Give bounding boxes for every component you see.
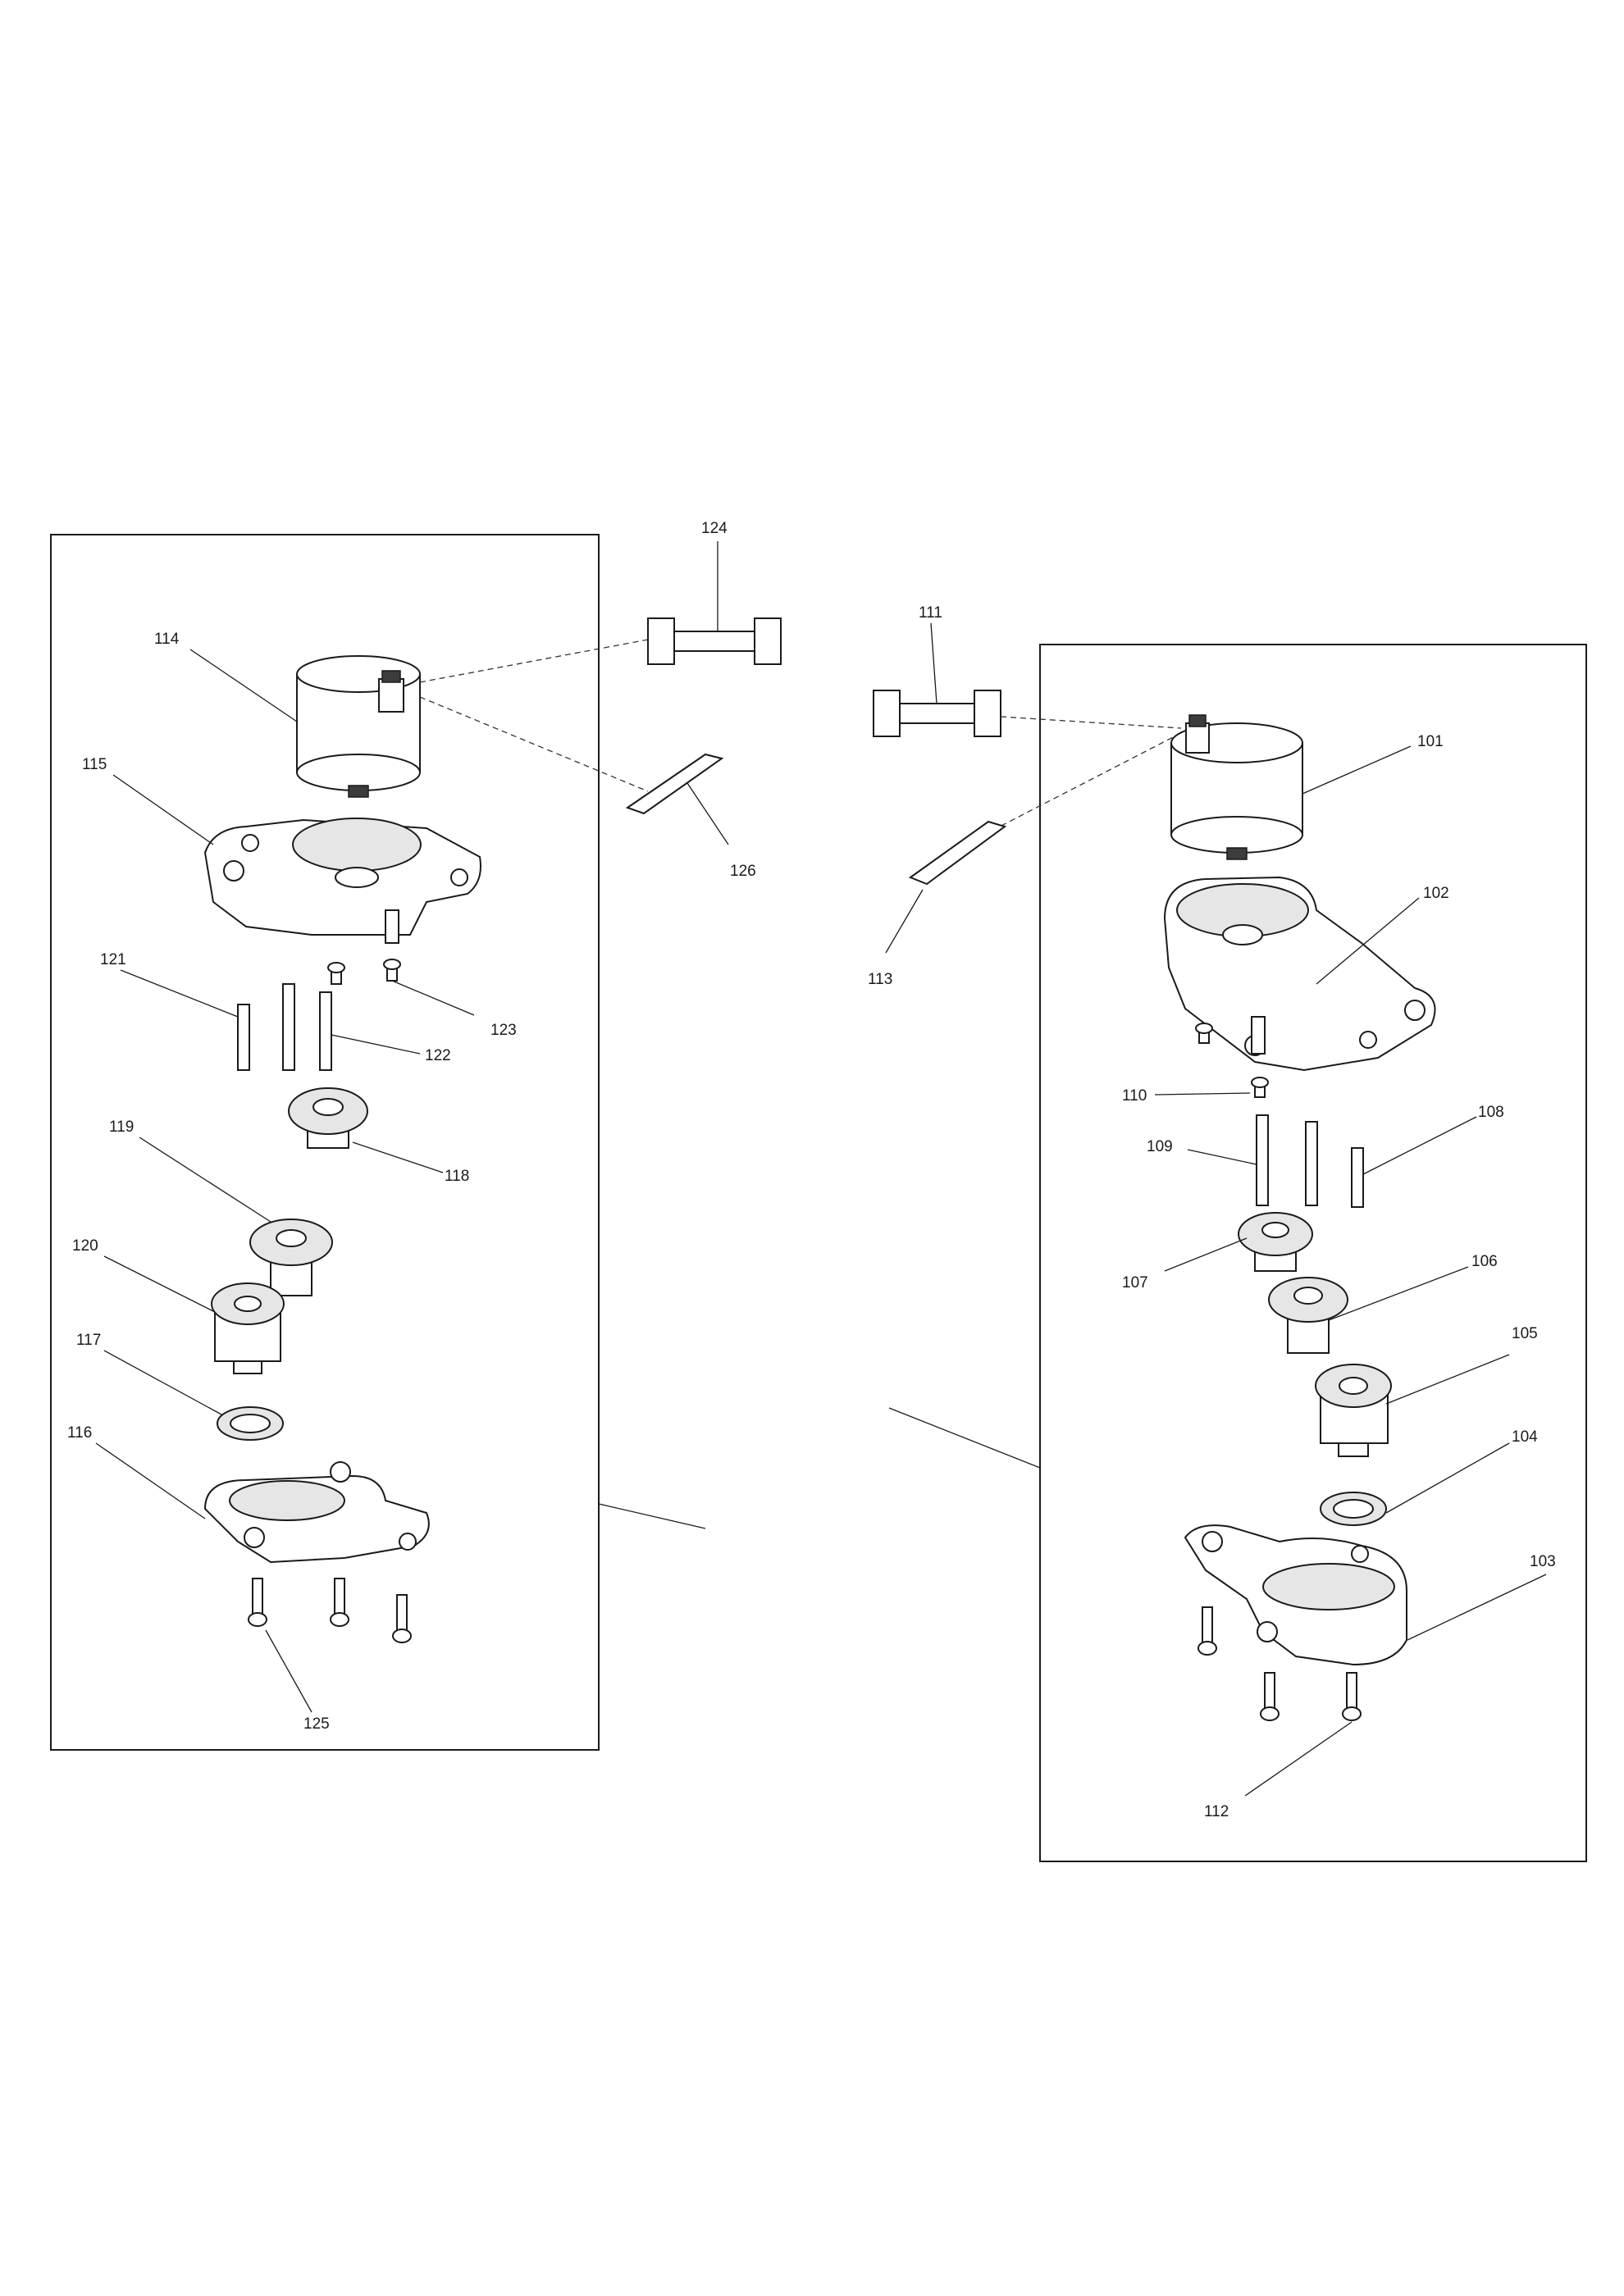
label-126: 126 [730,863,756,880]
pin-122a [282,983,295,1071]
gear-107 [1238,1212,1313,1272]
leader-lines [95,541,1547,1797]
strip-126 [625,753,724,815]
connector-line-left [598,1503,706,1529]
label-118: 118 [445,1168,469,1185]
motor-101 [1170,714,1303,860]
lower-housing-116 [203,1461,430,1564]
gear-105 [1315,1364,1392,1457]
label-106: 106 [1471,1253,1498,1270]
label-123: 123 [490,1022,517,1039]
gear-120 [211,1282,285,1374]
motor-114 [296,655,421,798]
ring-104 [1320,1492,1387,1526]
upper-housing-102 [1163,876,1436,1072]
screw-112c [1342,1672,1362,1721]
screw-112a [1197,1606,1217,1656]
label-115: 115 [82,756,107,773]
gear-118 [288,1087,368,1149]
label-125: 125 [303,1715,330,1733]
gear-119 [249,1219,333,1296]
strip-113 [908,820,1007,886]
wire-line-101-111 [1000,716,1182,729]
gear-106 [1268,1277,1348,1354]
screw-125a [248,1578,267,1627]
ring-117 [217,1406,284,1441]
label-104: 104 [1512,1428,1538,1446]
part-number-labels: 114 115 121 122 123 118 119 120 117 116 … [67,520,1556,1820]
lower-housing-103 [1184,1524,1407,1666]
label-119: 119 [109,1118,134,1136]
screw-125b [330,1578,349,1627]
label-110: 110 [1122,1087,1147,1105]
label-101: 101 [1417,733,1444,750]
label-124: 124 [701,520,728,537]
label-121: 121 [100,951,126,968]
terminal-124 [647,617,782,665]
connector-line-right [888,1407,1041,1469]
screw-112b [1260,1672,1280,1721]
left-assembly-frame [50,534,600,1751]
screw-110b [1251,1077,1269,1098]
label-103: 103 [1530,1553,1556,1570]
pin-121 [237,1004,250,1071]
right-assembly-frame [1039,644,1587,1862]
screw-123a [327,962,345,985]
label-117: 117 [76,1332,101,1349]
upper-housing-115 [203,818,481,944]
label-102: 102 [1423,885,1449,902]
pin-108 [1351,1147,1364,1208]
pin-109 [1256,1114,1269,1206]
wire-line-114-124 [419,639,649,683]
terminal-111 [873,690,1001,737]
label-107: 107 [1122,1274,1148,1292]
label-109: 109 [1147,1138,1173,1155]
label-105: 105 [1512,1325,1538,1342]
label-112: 112 [1204,1803,1229,1820]
screw-125c [392,1594,412,1643]
label-113: 113 [868,971,892,988]
label-108: 108 [1478,1104,1504,1121]
wire-line-101-113 [996,732,1182,829]
label-120: 120 [72,1237,98,1255]
pin-122b [319,991,332,1071]
label-111: 111 [919,604,942,622]
screw-110a [1195,1023,1213,1044]
pin-109b [1305,1121,1318,1206]
wire-line-114-126 [419,696,649,792]
label-122: 122 [425,1047,451,1064]
screw-123b [383,959,401,982]
label-116: 116 [67,1424,92,1442]
label-114: 114 [154,631,180,648]
